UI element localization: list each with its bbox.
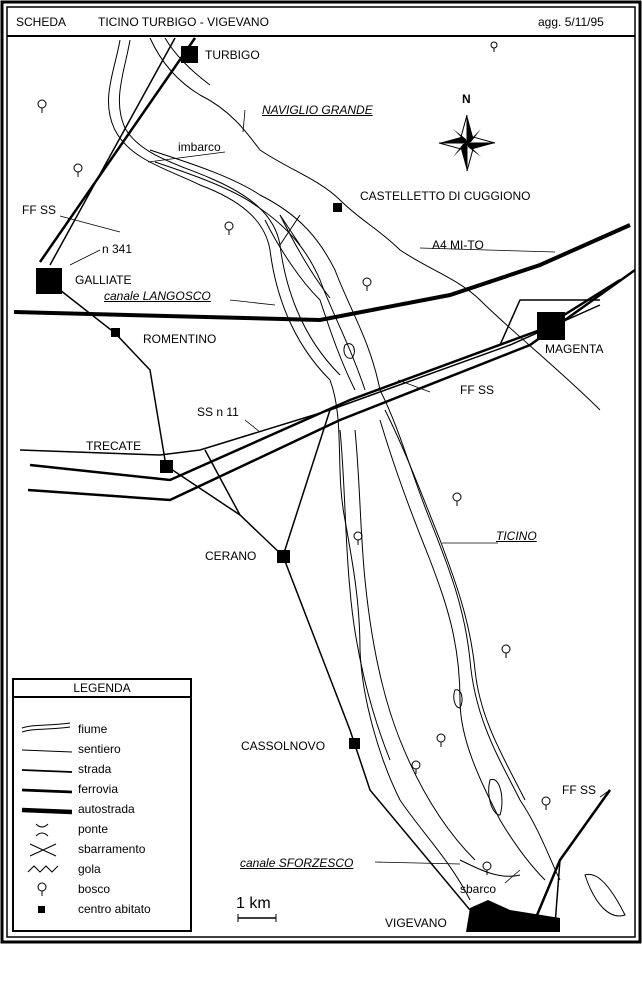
- ticino-river-right: [149, 149, 561, 881]
- label-cassolnovo: CASSOLNOVO: [241, 739, 326, 753]
- label-cerano: CERANO: [205, 549, 257, 563]
- label-n341: n 341: [102, 242, 133, 256]
- legend-item: fiume: [14, 720, 190, 738]
- tree-icon: [37, 882, 47, 896]
- label-ticino: TICINO: [496, 529, 537, 543]
- railway-ffss: [29, 278, 621, 482]
- legend-item: autostrada: [14, 800, 190, 818]
- label-turbigo: TURBIGO: [205, 48, 260, 62]
- legend-item: centro abitato: [14, 900, 190, 918]
- map-drawing: [0, 0, 642, 944]
- compass-rose-icon: [438, 114, 496, 172]
- road-n341: [49, 37, 176, 266]
- map-frame: SCHEDA TICINO TURBIGO - VIGEVANO agg. 5/…: [0, 0, 642, 944]
- label-canale-sforzesco: canale SFORZESCO: [240, 856, 354, 870]
- dam-icon: [29, 843, 57, 857]
- label-north: N: [462, 92, 471, 106]
- legend-item: ponte: [14, 820, 190, 838]
- railway-north: [38, 37, 197, 263]
- legend-item: sentiero: [14, 740, 190, 758]
- bridge-icon: [35, 823, 49, 837]
- town-turbigo: [181, 46, 198, 63]
- canale-langosco-path: [264, 219, 356, 391]
- motorway-icon: [21, 807, 72, 815]
- legend-box: LEGENDA fiume sentiero strada ferrovia a…: [12, 678, 192, 932]
- legend-item: strada: [14, 760, 190, 778]
- town-galliate: [36, 268, 62, 294]
- scale-label: 1 km: [236, 895, 271, 912]
- river-icon: [21, 722, 71, 733]
- label-trecate: TRECATE: [86, 439, 142, 453]
- road-cerano-vigevano: [282, 555, 471, 911]
- label-ffss-east: FF SS: [460, 383, 495, 397]
- path-icon: [21, 749, 72, 753]
- legend-title: LEGENDA: [14, 680, 190, 698]
- road-ss11: [19, 304, 601, 456]
- label-sbarco: sbarco: [460, 882, 497, 896]
- motorway-a4: [13, 223, 631, 323]
- label-ss11: SS n 11: [197, 405, 239, 419]
- label-ffss-north: FF SS: [22, 203, 57, 217]
- header-left: SCHEDA: [16, 15, 67, 29]
- label-ffss-south: FF SS: [562, 783, 597, 797]
- tree-icons: [37, 41, 551, 875]
- update-date: agg. 5/11/95: [538, 15, 604, 29]
- label-romentino: ROMENTINO: [143, 332, 217, 346]
- gorge-icon: [27, 865, 59, 873]
- legend-item: ferrovia: [14, 780, 190, 798]
- legend-item: gola: [14, 860, 190, 878]
- label-magenta: MAGENTA: [545, 342, 604, 356]
- map-title: TICINO TURBIGO - VIGEVANO: [98, 15, 269, 29]
- label-naviglio-grande: NAVIGLIO GRANDE: [262, 103, 373, 117]
- ticino-river-left: [108, 39, 471, 901]
- label-a4: A4 MI-TO: [432, 238, 484, 252]
- label-castelletto: CASTELLETTO DI CUGGIONO: [360, 189, 531, 203]
- legend-item: sbarramento: [14, 840, 190, 858]
- label-galliate: GALLIATE: [75, 273, 132, 287]
- label-vigevano: VIGEVANO: [385, 916, 447, 930]
- railway-icon: [21, 788, 72, 794]
- naviglio-grande-path: [149, 37, 601, 411]
- town-icon: [38, 906, 45, 913]
- legend-item: bosco: [14, 880, 190, 898]
- road-icon: [21, 769, 72, 773]
- label-imbarco: imbarco: [178, 140, 221, 154]
- town-vigevano: [466, 900, 560, 932]
- town-castelletto: [333, 203, 342, 212]
- label-canale-langosco: canale LANGOSCO: [104, 289, 211, 303]
